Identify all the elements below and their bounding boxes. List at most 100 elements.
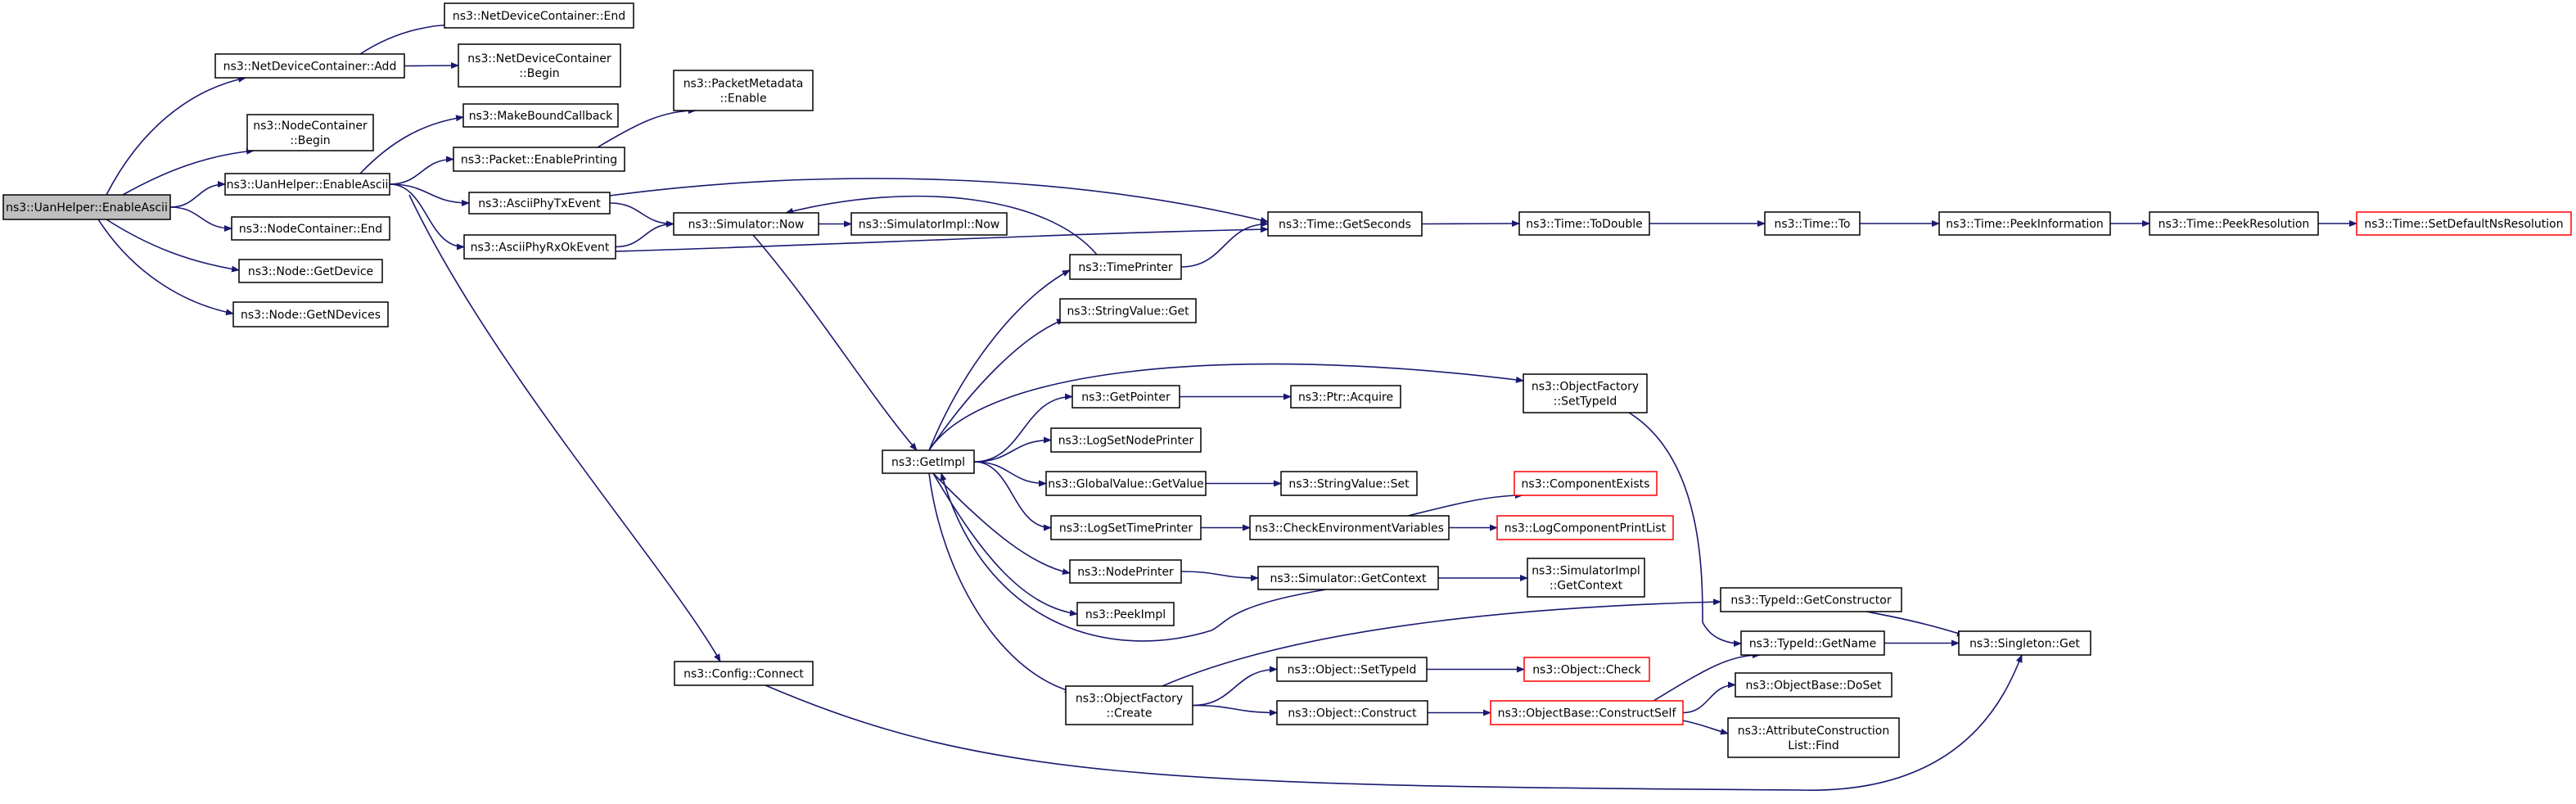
node-globalValueGetValue[interactable]: ns3::GlobalValue::GetValue [1045,471,1207,496]
edge-asciiPhyRx-to-simNow [615,220,674,248]
node-objectConstruct[interactable]: ns3::Object::Construct [1276,700,1428,725]
node-timeSetDefaultNsRes[interactable]: ns3::Time::SetDefaultNsResolution [2356,211,2572,236]
node-box [1740,630,1885,656]
node-nodeGetDevice[interactable]: ns3::Node::GetDevice [238,259,383,283]
node-getPointer[interactable]: ns3::GetPointer [1071,385,1180,409]
node-label: ns3::UanHelper::EnableAscii [227,178,389,192]
node-label: ns3::AttributeConstruction [1738,725,1889,738]
edge-checkEnvVars-to-componentExists [1407,492,1523,517]
edge-objFactoryCreate-to-typeIdGetConstructor [1162,598,1721,687]
node-label: ::GetContext [1550,580,1623,593]
node-box [232,301,389,327]
node-label: ns3::Object::Construct [1288,707,1417,720]
node-box [1069,254,1182,280]
node-timePrinter[interactable]: ns3::TimePrinter [1069,254,1182,280]
node-stringValueGet[interactable]: ns3::StringValue::Get [1059,298,1197,323]
node-stringValueSet[interactable]: ns3::StringValue::Set [1280,471,1418,496]
node-box [1050,427,1202,453]
node-label: ns3::GetImpl [891,456,965,469]
node-asciiPhyTx[interactable]: ns3::AsciiPhyTxEvent [468,192,611,215]
node-simImplGetContext[interactable]: ns3::SimulatorImpl::GetContext [1527,558,1645,598]
edge-objFactoryCreate-to-objectConstruct [1192,704,1278,716]
node-box [1276,657,1428,682]
node-box [1276,700,1428,725]
edge-timePrinter-to-timeGetSeconds [1180,220,1269,268]
node-box [458,43,621,88]
edge-ndcAdd-to-ndcBegin [404,62,459,70]
node-objFactorySetTypeId[interactable]: ns3::ObjectFactory::SetTypeId [1523,373,1648,413]
node-timeToDouble[interactable]: ns3::Time::ToDouble [1518,211,1650,236]
node-packetMetadataEnable[interactable]: ns3::PacketMetadata::Enable [673,70,814,111]
node-timeTo[interactable]: ns3::Time::To [1764,211,1861,236]
node-label: ns3::AsciiPhyRxOkEvent [471,242,610,255]
node-box [1050,515,1202,540]
node-ndcEnd[interactable]: ns3::NetDeviceContainer::End [444,2,634,29]
node-configConnect[interactable]: ns3::Config::Connect [674,661,814,686]
edge-getImpl-to-logSetTimePrinter [973,461,1052,531]
node-box [1958,630,2091,656]
node-simNow[interactable]: ns3::Simulator::Now [673,212,819,236]
node-box [1059,298,1197,323]
node-ncBegin[interactable]: ns3::NodeContainer::Begin [246,114,374,151]
node-label: ns3::Simulator::GetContext [1270,572,1427,585]
node-componentExists[interactable]: ns3::ComponentExists [1514,471,1658,496]
edge-timePrinter-to-simNow [785,195,1098,255]
node-getImpl[interactable]: ns3::GetImpl [882,449,975,474]
node-timePeekRes[interactable]: ns3::Time::PeekResolution [2149,211,2319,236]
node-label: ns3::Object::Check [1532,664,1641,677]
edge-enableAscii2-to-asciiPhyTx [389,183,470,206]
node-objectCheck[interactable]: ns3::Object::Check [1523,657,1650,682]
node-singletonGet[interactable]: ns3::Singleton::Get [1958,630,2091,656]
node-makeBoundCallback[interactable]: ns3::MakeBoundCallback [462,103,619,128]
node-label: ns3::PacketMetadata [683,78,804,91]
node-label: ns3::ObjectFactory [1076,693,1183,706]
edge-enableAscii2-to-makeBoundCallback [359,115,464,174]
node-label: ns3::TypeId::GetConstructor [1730,594,1891,608]
node-box [214,53,405,79]
node-label: ns3::LogSetNodePrinter [1058,435,1194,448]
node-simImplNow[interactable]: ns3::SimulatorImpl::Now [850,212,1008,236]
node-peekImpl[interactable]: ns3::PeekImpl [1076,602,1175,626]
node-label: ns3::LogSetTimePrinter [1059,522,1193,535]
node-ndcAdd[interactable]: ns3::NetDeviceContainer::Add [214,53,405,79]
node-label: ns3::Config::Connect [683,668,804,681]
node-box [673,212,819,236]
node-objBaseConstructSelf[interactable]: ns3::ObjectBase::ConstructSelf [1490,700,1684,725]
node-logSetTimePrinter[interactable]: ns3::LogSetTimePrinter [1050,515,1202,540]
node-label: ::SetTypeId [1554,395,1617,409]
node-label: ns3::ComponentExists [1522,478,1650,491]
node-asciiPhyRx[interactable]: ns3::AsciiPhyRxOkEvent [463,234,616,260]
node-box [224,173,390,196]
node-typeIdGetConstructor[interactable]: ns3::TypeId::GetConstructor [1720,587,1902,612]
node-objectSetTypeId[interactable]: ns3::Object::SetTypeId [1276,657,1428,682]
node-box [1518,211,1650,236]
node-logSetNodePrinter[interactable]: ns3::LogSetNodePrinter [1050,427,1202,453]
node-label: ns3::NodeContainer [253,120,368,133]
node-timePeekInfo[interactable]: ns3::Time::PeekInformation [1938,211,2111,236]
node-simGetContext[interactable]: ns3::Simulator::GetContext [1257,566,1439,590]
node-label: ns3::MakeBoundCallback [469,110,613,123]
node-label: ns3::NetDeviceContainer::Add [223,61,397,74]
node-box [1249,515,1450,540]
edge-asciiPhyRx-to-timeGetSeconds [615,226,1269,252]
node-box [238,259,383,283]
node-nodeGetNDevices[interactable]: ns3::Node::GetNDevices [232,301,389,327]
node-checkEnvVars[interactable]: ns3::CheckEnvironmentVariables [1249,515,1450,540]
node-box [453,147,625,172]
node-logComponentPrintList[interactable]: ns3::LogComponentPrintList [1496,515,1674,540]
node-ndcBegin[interactable]: ns3::NetDeviceContainer::Begin [458,43,621,88]
node-ptrAcquire[interactable]: ns3::Ptr::Acquire [1290,385,1401,409]
node-box [246,114,374,151]
node-objBaseDoSet[interactable]: ns3::ObjectBase::DoSet [1735,672,1893,698]
node-ncEnd[interactable]: ns3::NodeContainer::End [231,216,390,241]
node-timeGetSeconds[interactable]: ns3::Time::GetSeconds [1267,211,1423,237]
node-label: ::Enable [720,93,766,106]
node-nodePrinter[interactable]: ns3::NodePrinter [1069,559,1182,584]
node-label: ns3::LogComponentPrintList [1505,522,1667,535]
node-typeIdGetName[interactable]: ns3::TypeId::GetName [1740,630,1885,656]
node-enableAsciiMain[interactable]: ns3::UanHelper::EnableAscii [2,194,171,220]
node-objFactoryCreate[interactable]: ns3::ObjectFactory::Create [1065,685,1193,725]
node-enableAscii2[interactable]: ns3::UanHelper::EnableAscii [224,173,390,196]
node-packetEnablePrinting[interactable]: ns3::Packet::EnablePrinting [453,147,625,172]
